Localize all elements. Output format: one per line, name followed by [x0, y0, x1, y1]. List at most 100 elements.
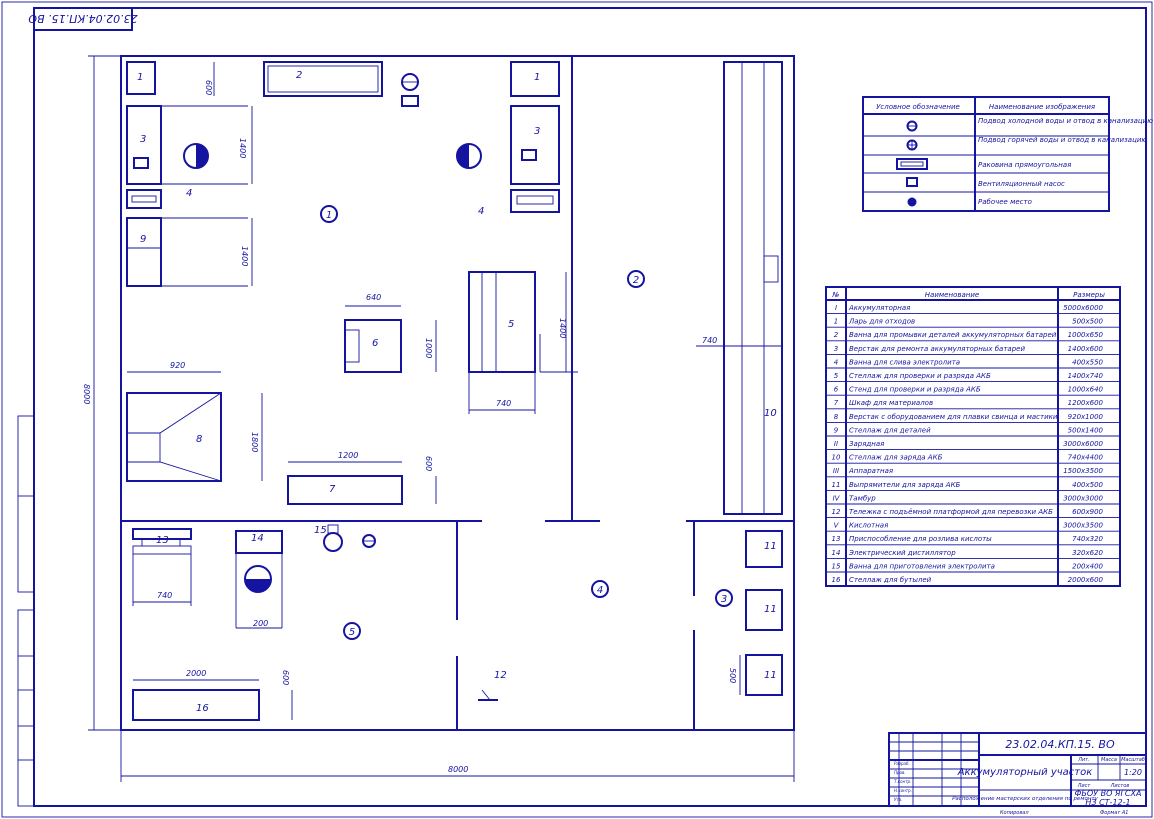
spec-cell: Ларь для отходов	[848, 318, 915, 326]
svg-text:Формат А1: Формат А1	[1100, 810, 1128, 816]
equip-11-b	[745, 589, 783, 631]
svg-text:600: 600	[204, 80, 213, 95]
equip-11-c	[745, 654, 783, 696]
svg-text:7: 7	[329, 484, 336, 495]
svg-text:Лист: Лист	[1077, 783, 1092, 789]
workplace-icon	[907, 197, 917, 207]
svg-text:920: 920	[170, 361, 185, 370]
spec-cell: Ванна для слива электролита	[849, 358, 960, 366]
spec-cell: Приспособление для розлива кислоты	[849, 535, 992, 543]
svg-text:Подвод холодной воды и отвод в: Подвод холодной воды и отвод в канализац…	[978, 117, 1153, 125]
spec-cell: 11	[832, 481, 841, 489]
equip-11-a	[745, 530, 783, 568]
svg-text:НЗ СТ-12-1: НЗ СТ-12-1	[1085, 798, 1130, 807]
svg-text:1400: 1400	[240, 246, 249, 266]
svg-text:Т.контр.: Т.контр.	[894, 779, 911, 784]
svg-text:5: 5	[508, 319, 514, 330]
svg-text:1800: 1800	[250, 432, 259, 452]
spec-cell: IV	[833, 494, 841, 502]
svg-text:740: 740	[496, 399, 511, 408]
spec-cell: Выпрямители для заряда АКБ	[849, 481, 961, 489]
svg-text:4: 4	[597, 585, 603, 596]
equip-9	[126, 217, 162, 287]
spec-cell: III	[833, 467, 839, 475]
svg-text:3: 3	[534, 126, 540, 137]
equip-8	[126, 392, 222, 482]
axis-marker	[539, 334, 578, 373]
svg-text:640: 640	[366, 293, 381, 302]
spec-cell: 13	[832, 535, 841, 543]
spec-cell: 2000х600	[1068, 576, 1104, 584]
spec-cell: 3000х3000	[1063, 494, 1103, 502]
svg-text:№: №	[831, 291, 839, 299]
svg-text:8000: 8000	[82, 384, 91, 404]
building-walls	[120, 55, 795, 731]
svg-text:Наименование изображения: Наименование изображения	[989, 103, 1095, 111]
stamp-code: 23.02.04.КП.15. ВО	[28, 12, 138, 25]
spec-cell: Верстак для ремонта аккумуляторных батар…	[849, 345, 1025, 353]
sink-icon	[896, 158, 928, 170]
spec-cell: 15	[832, 562, 841, 570]
spec-cell: 200х400	[1072, 562, 1103, 570]
spec-cell: Аккумуляторная	[848, 304, 910, 312]
spec-cell: 1000х650	[1068, 331, 1104, 339]
spec-cell: 1400х600	[1068, 345, 1104, 353]
svg-text:740: 740	[157, 591, 172, 600]
spec-cell: 1	[834, 318, 838, 326]
spec-cell: Шкаф для материалов	[849, 399, 933, 407]
dimension-lines	[88, 55, 795, 782]
spec-cell: 400х500	[1072, 481, 1103, 489]
svg-text:6: 6	[372, 338, 378, 349]
equip-1-left	[126, 61, 156, 95]
left-margin-strips	[17, 415, 35, 807]
svg-text:12: 12	[494, 670, 507, 681]
title-doc-code: 23.02.04.КП.15. ВО	[1005, 738, 1115, 751]
spec-cell: Стеллаж для бутылей	[849, 576, 932, 584]
spec-cell: 500х1400	[1068, 426, 1104, 434]
legend-table: Условное обозначение Наименование изобра…	[862, 96, 1153, 212]
equip-2	[263, 61, 383, 97]
spec-cell: 400х550	[1072, 358, 1103, 366]
spec-cell: II	[834, 440, 838, 448]
svg-text:1:20: 1:20	[1124, 768, 1142, 777]
title-subtitle: Расположение мастерских отделения по рем…	[952, 796, 1099, 802]
svg-text:1400: 1400	[558, 318, 567, 338]
svg-text:Н.контр.: Н.контр.	[894, 788, 912, 793]
svg-text:Утв.: Утв.	[894, 797, 902, 802]
spec-cell: 500х500	[1072, 318, 1103, 326]
equip-13	[132, 528, 192, 540]
svg-text:600: 600	[281, 670, 290, 685]
spec-cell: 3	[834, 345, 838, 353]
svg-text:Пров.: Пров.	[894, 770, 906, 775]
spec-cell: Стенд для проверки и разряда АКБ	[849, 386, 981, 394]
svg-text:1200: 1200	[338, 451, 358, 460]
svg-text:Копировал: Копировал	[1000, 810, 1029, 816]
svg-text:3: 3	[721, 594, 727, 605]
spec-cell: Аппаратная	[848, 467, 893, 475]
spec-cell: Стеллаж для заряда АКБ	[849, 454, 943, 462]
title-block: 23.02.04.КП.15. ВО Аккумуляторный участо…	[888, 732, 1147, 816]
equip-4-left	[126, 189, 162, 209]
spec-cell: Кислотная	[849, 522, 888, 530]
spec-cell: 740х320	[1072, 535, 1103, 543]
spec-cell: Ванна для приготовления электролита	[849, 562, 995, 570]
spec-cell: 10	[832, 454, 841, 462]
spec-cell: 740х4400	[1068, 454, 1104, 462]
svg-text:11: 11	[764, 670, 777, 681]
spec-cell: 4	[834, 358, 838, 366]
dimension-texts: 600 1400 1400 1400 640 1000 740 920 1800…	[82, 80, 737, 774]
spec-cell: 920х1000	[1068, 413, 1104, 421]
spec-cell: 3000х6000	[1063, 440, 1103, 448]
svg-text:Раковина прямоугольная: Раковина прямоугольная	[978, 161, 1071, 169]
spec-cell: Ванна для промывки деталей аккумуляторны…	[849, 331, 1057, 339]
svg-text:9: 9	[140, 234, 146, 245]
svg-text:1400: 1400	[238, 138, 247, 158]
spec-cell: Стеллаж для деталей	[849, 426, 931, 434]
spec-cell: 12	[832, 508, 841, 516]
svg-text:Подвод горячей воды и отвод в: Подвод горячей воды и отвод в канализаци…	[978, 136, 1147, 144]
equipment-labels: 1 2 1 3 3 4 4 9 5 6 8 7 10 13 14 15 16 1…	[137, 70, 777, 714]
equipment	[126, 61, 783, 721]
equip-16	[132, 689, 260, 721]
